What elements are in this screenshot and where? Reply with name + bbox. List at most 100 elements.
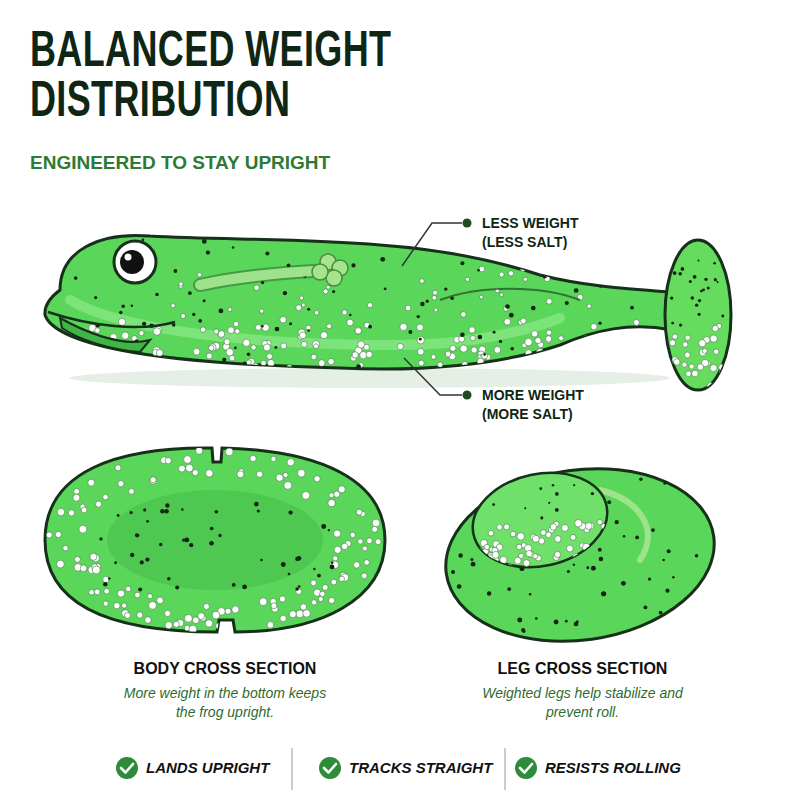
salt-dot <box>122 603 127 608</box>
salt-dot <box>616 343 621 348</box>
salt-dot <box>328 358 334 364</box>
salt-dot <box>725 256 728 259</box>
salt-dot <box>562 354 567 359</box>
salt-dot <box>206 353 212 359</box>
salt-dot <box>275 327 280 332</box>
salt-dot <box>599 557 605 563</box>
salt-dot <box>162 358 168 364</box>
salt-dot <box>379 240 383 244</box>
salt-dot <box>103 601 108 606</box>
salt-dot <box>139 331 144 336</box>
salt-dot <box>289 322 292 325</box>
salt-dot <box>683 342 688 347</box>
salt-dot <box>619 346 626 353</box>
salt-dot <box>665 589 669 593</box>
salt-dot <box>689 280 692 283</box>
salt-dot <box>500 556 507 563</box>
salt-dot <box>417 348 424 355</box>
salt-dot <box>679 324 682 327</box>
salt-dot <box>197 273 201 277</box>
salt-dot <box>596 358 602 364</box>
salt-dot <box>566 545 573 552</box>
salt-dot <box>532 535 539 542</box>
salt-dot <box>673 242 675 244</box>
salt-dot <box>719 364 725 370</box>
salt-dot <box>228 307 232 311</box>
salt-dot <box>350 532 355 537</box>
check-icon <box>319 757 341 779</box>
salt-dot <box>301 303 305 307</box>
salt-dot <box>697 313 700 316</box>
salt-dot <box>153 328 161 336</box>
salt-dot <box>570 348 577 355</box>
salt-dot <box>225 608 231 614</box>
salt-dot <box>471 347 477 353</box>
arm <box>200 270 330 285</box>
salt-dot <box>189 625 197 633</box>
salt-dot <box>469 327 475 333</box>
salt-dot <box>192 617 199 624</box>
salt-dot <box>546 532 552 538</box>
salt-dot <box>417 324 424 331</box>
salt-dot <box>637 628 641 632</box>
salt-dot <box>261 325 264 328</box>
salt-dot <box>595 351 600 356</box>
salt-dot <box>280 316 287 323</box>
leg-inner-disc <box>464 461 616 579</box>
salt-dot <box>322 584 328 590</box>
salt-dot <box>130 511 133 514</box>
leader-dot <box>463 219 472 228</box>
salt-dot <box>630 335 634 339</box>
salt-dot <box>591 324 597 330</box>
salt-dot <box>550 524 556 530</box>
salt-dot <box>131 304 133 306</box>
salt-dot <box>561 524 568 531</box>
salt-dot <box>372 526 378 532</box>
salt-dot <box>255 324 261 330</box>
salt-dot <box>331 579 337 585</box>
salt-dot <box>142 322 146 326</box>
salt-dot <box>549 357 557 365</box>
salt-dot <box>55 531 61 537</box>
salt-dot <box>235 329 240 334</box>
salt-dot <box>330 564 335 569</box>
salt-dot <box>504 318 511 325</box>
salt-dot <box>437 362 442 367</box>
salt-dot <box>313 568 315 570</box>
salt-dot <box>103 582 107 586</box>
salt-dot <box>263 344 270 351</box>
salt-dot <box>296 305 302 311</box>
salt-dot <box>117 590 124 597</box>
salt-dot <box>659 611 663 615</box>
salt-dot <box>137 612 143 618</box>
salt-dot <box>479 266 485 272</box>
salt-dot <box>554 620 559 625</box>
salt-dot <box>479 495 482 498</box>
salt-dot <box>555 508 559 512</box>
salt-dot <box>356 364 361 369</box>
salt-dot <box>621 581 626 586</box>
salt-dot <box>426 300 429 303</box>
salt-dot <box>232 583 236 587</box>
divider <box>291 748 293 790</box>
salt-dot <box>601 524 606 529</box>
benefit-label: LANDS UPRIGHT <box>146 759 269 776</box>
salt-dot <box>136 363 141 368</box>
salt-dot <box>74 276 78 280</box>
salt-dot <box>475 550 482 557</box>
salt-dot <box>499 340 502 343</box>
salt-dot <box>140 560 144 564</box>
salt-dot <box>328 529 330 531</box>
salt-dot <box>538 354 544 360</box>
salt-dot <box>279 596 285 602</box>
salt-dot <box>222 358 226 362</box>
salt-dot <box>288 510 292 514</box>
salt-dot <box>366 351 372 357</box>
salt-dot <box>471 562 476 567</box>
salt-dot <box>364 560 369 565</box>
shadow <box>70 368 670 388</box>
salt-dot <box>341 543 347 549</box>
salt-dot <box>434 308 438 312</box>
salt-dot <box>565 620 568 623</box>
section-note: Weighted legs help stabilize and prevent… <box>470 684 695 722</box>
